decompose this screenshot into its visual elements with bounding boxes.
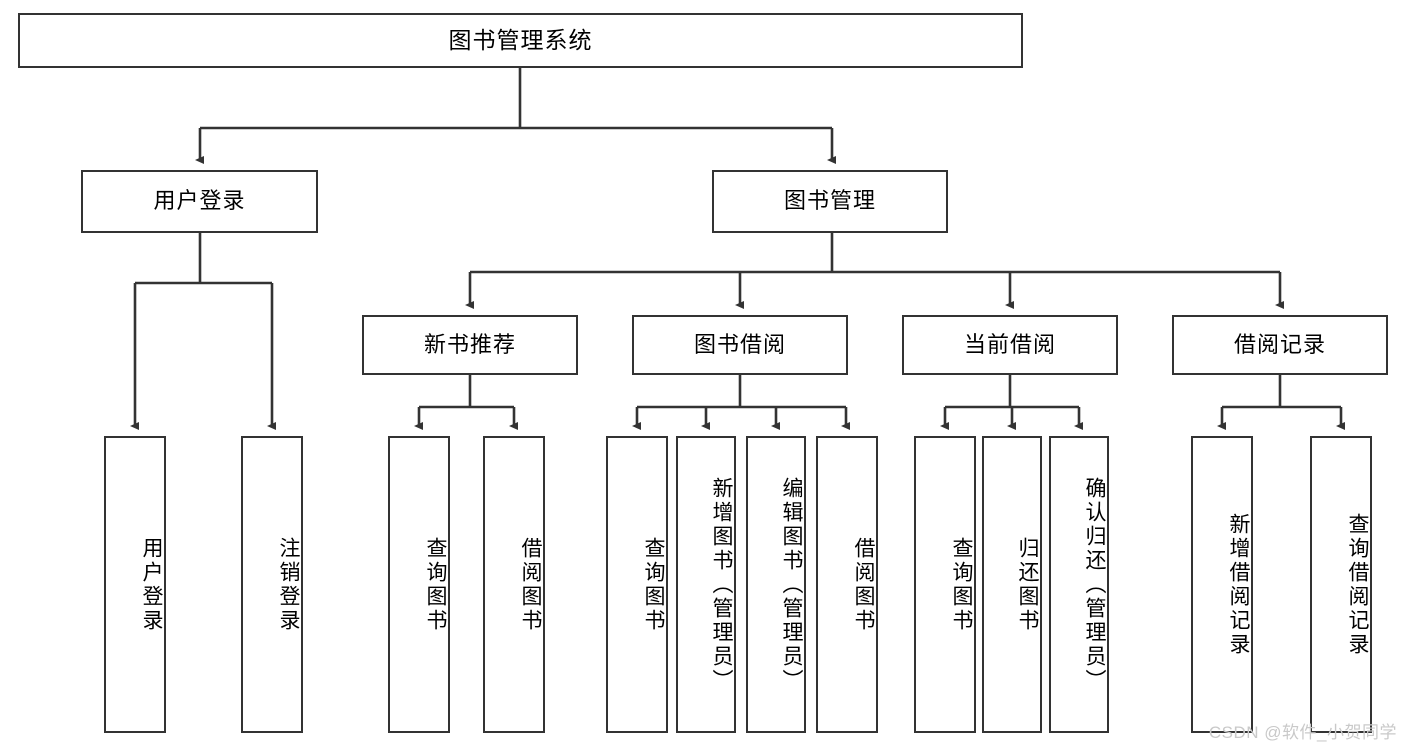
leaf-book-borrow-borrow[interactable]: 借阅图书 [816,436,878,733]
leaf-borrow-record-query[interactable]: 查询借阅记录 [1310,436,1372,733]
node-root-system[interactable]: 图书管理系统 [18,13,1023,68]
node-book-borrow[interactable]: 图书借阅 [632,315,848,375]
node-borrow-record[interactable]: 借阅记录 [1172,315,1388,375]
node-current-borrow[interactable]: 当前借阅 [902,315,1118,375]
leaf-new-book-query[interactable]: 查询图书 [388,436,450,733]
leaf-current-borrow-confirm-return[interactable]: 确认归还（管理员） [1049,436,1109,733]
leaf-new-book-borrow[interactable]: 借阅图书 [483,436,545,733]
watermark-text: CSDN @软件_小贺同学 [1208,723,1397,742]
leaf-book-borrow-edit[interactable]: 编辑图书（管理员） [746,436,806,733]
node-book-management[interactable]: 图书管理 [712,170,948,233]
leaf-user-login-login[interactable]: 用户登录 [104,436,166,733]
leaf-borrow-record-add[interactable]: 新增借阅记录 [1191,436,1253,733]
leaf-book-borrow-add[interactable]: 新增图书（管理员） [676,436,736,733]
leaf-user-login-logout[interactable]: 注销登录 [241,436,303,733]
node-new-book-recommend[interactable]: 新书推荐 [362,315,578,375]
leaf-book-borrow-query[interactable]: 查询图书 [606,436,668,733]
node-user-login[interactable]: 用户登录 [81,170,318,233]
leaf-current-borrow-return[interactable]: 归还图书 [982,436,1042,733]
leaf-current-borrow-query[interactable]: 查询图书 [914,436,976,733]
